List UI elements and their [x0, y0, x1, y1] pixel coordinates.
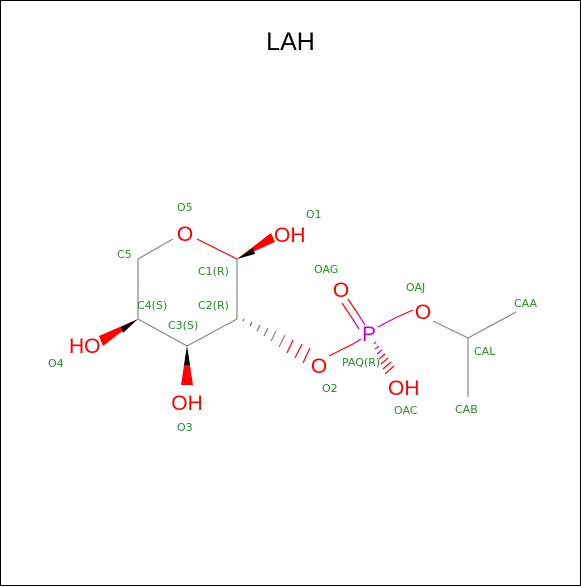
hash-p-oac-6 [382, 361, 392, 370]
bond-p-oaj-red [396, 309, 414, 318]
wedge-c1-o1-base [237, 248, 255, 259]
bond-p-oag-b-red [341, 302, 353, 319]
label-c2: C2(R) [198, 299, 229, 312]
o2-oxygen: O [311, 355, 327, 378]
label-oag: OAG [314, 263, 338, 276]
hash-p-oac-3 [376, 349, 383, 355]
label-o1: O1 [306, 208, 322, 221]
wedge-c3-o3-base [184, 346, 190, 365]
label-o3: O3 [177, 421, 193, 434]
hash-c2-o2-3 [256, 324, 261, 332]
hash-c2-o2-7 [286, 339, 294, 354]
hash-p-oac-7 [384, 365, 395, 375]
oag-oxygen: O [333, 279, 349, 302]
hash-c2-o2-1 [242, 318, 245, 322]
chain-bonds [328, 298, 517, 397]
bond-p-oag-a-magenta [357, 313, 366, 326]
molecule-title: LAH [266, 28, 315, 56]
label-o5: O5 [177, 201, 193, 214]
label-o2: O2 [322, 382, 338, 395]
oaj-oxygen: O [415, 301, 431, 324]
oac-hydroxyl: OH [388, 377, 420, 400]
bond-o2-p-magenta [352, 338, 362, 345]
label-oac: OAC [394, 404, 418, 417]
o4-hydroxyl: HO [69, 335, 101, 358]
bond-o5-c1 [196, 238, 238, 260]
hash-c2-o2-9 [302, 347, 311, 364]
label-caa: CAA [514, 297, 538, 310]
hashed-bonds [242, 318, 395, 375]
wedge-bonds [99, 233, 275, 385]
label-c5: C5 [117, 248, 132, 261]
label-c4: C4(S) [137, 299, 167, 312]
hash-p-oac-5 [380, 357, 389, 365]
label-o4: O4 [48, 357, 64, 370]
ring-oxygen: O [177, 223, 193, 246]
bond-p-oaj-magenta [377, 316, 398, 328]
element-symbols: O OH OH HO O P O O OH [69, 223, 431, 415]
hash-c2-o2-4 [263, 327, 269, 337]
o1-hydroxyl: OH [274, 224, 306, 247]
bond-o2-p-red [328, 343, 354, 357]
hash-c2-o2-5 [270, 330, 277, 342]
label-c3: C3(S) [168, 319, 198, 332]
wedge-c4-o4-base [121, 319, 138, 333]
label-paq: PAQ(R) [342, 356, 380, 369]
label-cal: CAL [474, 345, 496, 358]
bond-c4-c3 [137, 318, 188, 347]
bond-c5-o5 [137, 238, 174, 260]
atom-labels: O5 O1 C5 C1(R) C4(S) C2(R) C3(S) O4 O3 O… [48, 201, 538, 434]
label-cab: CAB [455, 403, 478, 416]
bond-c3-c2 [186, 318, 238, 347]
hash-c2-o2-8 [294, 343, 303, 359]
bond-oaj-cal [432, 320, 469, 339]
label-c1: C1(R) [198, 265, 229, 278]
bond-p-oag-a-red [347, 298, 359, 315]
wedge-c3-o3 [181, 346, 193, 385]
phosphorus: P [362, 323, 376, 346]
hash-p-oac-2 [374, 345, 380, 350]
hash-p-oac-1 [373, 341, 377, 345]
label-oaj: OAJ [406, 281, 425, 294]
o3-hydroxyl: OH [171, 392, 203, 415]
bond-p-oag-b-magenta [351, 317, 360, 330]
hash-c2-o2-6 [278, 334, 286, 348]
hash-c2-o2-2 [249, 321, 253, 327]
hash-p-oac-4 [378, 353, 386, 360]
bond-cal-caa [467, 311, 517, 339]
ring-bonds [137, 238, 238, 347]
